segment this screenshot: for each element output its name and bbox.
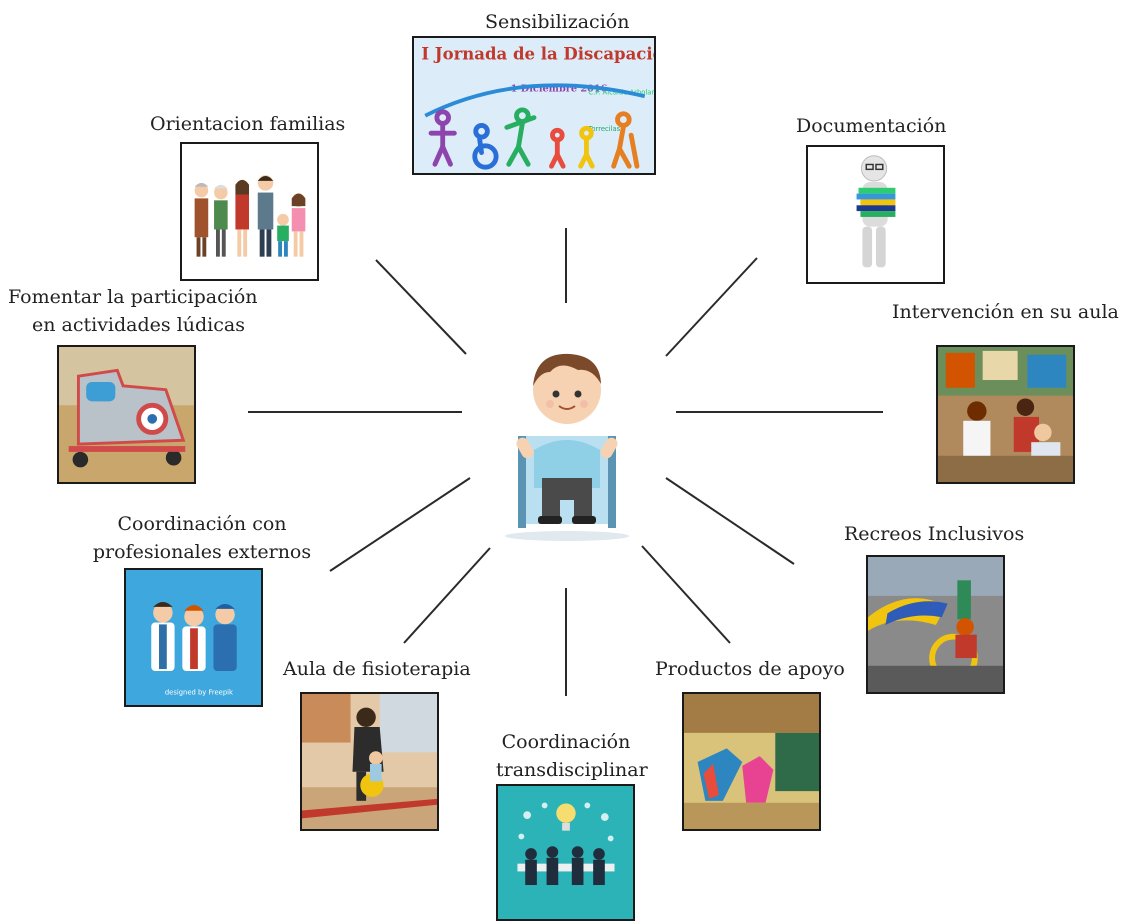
label-orientacion: Orientacion familias	[150, 113, 346, 135]
label-sensibilizacion: Sensibilización	[485, 11, 630, 33]
label-productos: Productos de apoyo	[655, 658, 845, 680]
line-documentacion	[665, 257, 758, 357]
child-in-wheelchair-icon	[500, 338, 634, 544]
svg-text:designed by Freepik: designed by Freepik	[165, 688, 233, 696]
banner-title: I Jornada de la Discapacidad	[421, 43, 654, 63]
doctors-icon: designed by Freepik	[124, 568, 263, 707]
classroom-photo	[936, 345, 1075, 484]
family-icon	[180, 142, 319, 281]
banner-town: Torrecilas	[587, 125, 620, 133]
physio-room-photo	[300, 692, 439, 831]
person-with-books-icon	[806, 145, 945, 284]
line-coord-ext	[329, 477, 471, 572]
line-orientacion	[375, 259, 467, 355]
meeting-icon	[496, 784, 635, 921]
label-coord-trans-line-2: transdisciplinar	[496, 759, 648, 781]
ride-on-toy-photo	[57, 345, 196, 484]
label-fomentar: Fomentar la participación en actividades…	[8, 283, 278, 339]
label-coord-ext-line-2: profesionales externos	[92, 541, 312, 563]
label-fomentar-line-2: en actividades lúdicas	[32, 314, 245, 336]
label-coord-ext: Coordinación con profesionales externos	[82, 510, 322, 566]
label-intervencion: Intervención en su aula	[892, 301, 1119, 323]
line-productos	[641, 545, 731, 644]
line-fisioterapia	[403, 547, 491, 644]
disability-day-banner: I Jornada de la Discapacidad 1 Diciembre…	[412, 36, 656, 175]
line-recreos	[665, 477, 795, 565]
label-fisioterapia: Aula de fisioterapia	[283, 658, 471, 680]
label-documentacion: Documentación	[796, 115, 947, 137]
support-products-photo	[682, 692, 821, 831]
label-coord-ext-line-1: Coordinación con	[117, 513, 287, 535]
banner-date: 1 Diciembre 2016	[511, 83, 608, 94]
label-recreos: Recreos Inclusivos	[844, 523, 1025, 545]
playground-photo	[866, 555, 1005, 694]
label-fomentar-line-1: Fomentar la participación	[8, 286, 258, 308]
label-coord-trans: Coordinación transdisciplinar	[496, 728, 648, 784]
label-coord-trans-line-1: Coordinación	[501, 731, 631, 753]
